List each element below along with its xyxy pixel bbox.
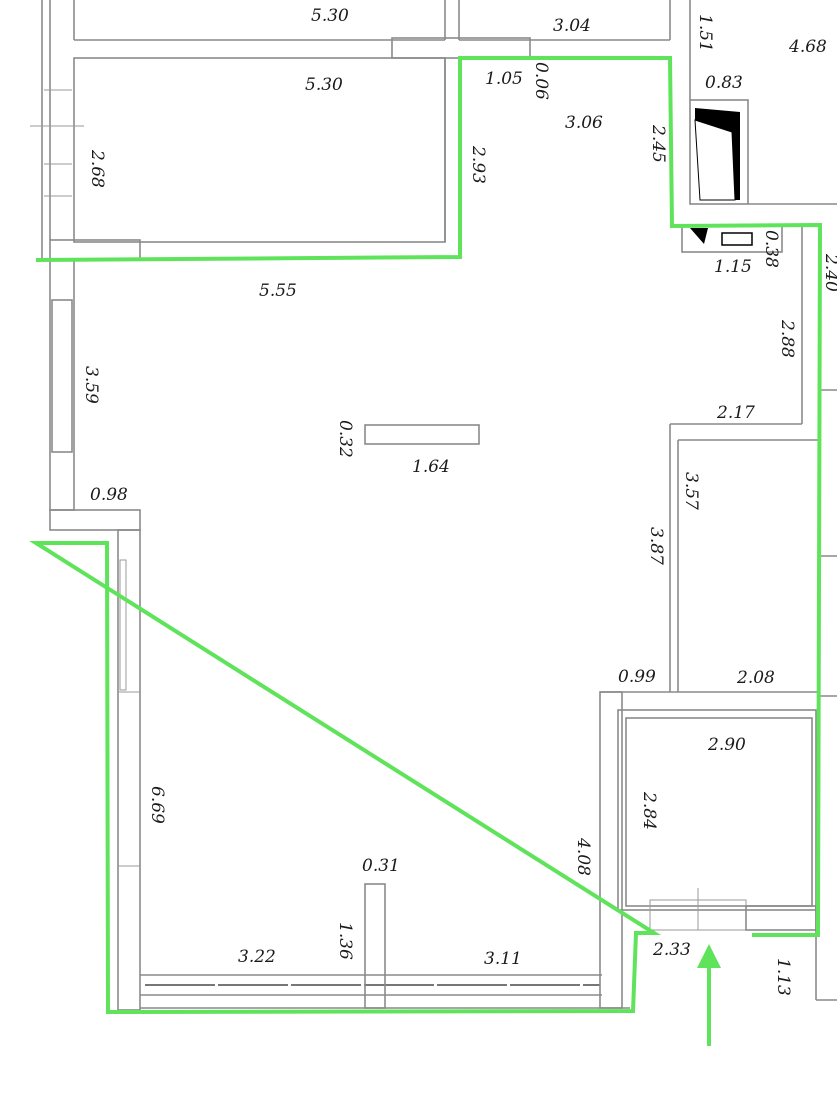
dim-label: 1.13 [773,958,793,996]
dim-label: 2.84 [639,791,659,830]
dim-label: 0.98 [90,485,128,505]
dim-label: 2.33 [652,940,691,960]
dim-label: 1.36 [335,922,355,960]
dim-label: 3.11 [484,949,522,969]
left-exterior-wall [30,0,141,1011]
bottom-wall [140,883,630,1009]
dim-label: 0.99 [618,667,656,687]
dim-label: 5.30 [305,75,343,95]
dim-label: 1.15 [714,257,752,277]
dim-label: 0.31 [362,856,400,876]
dim-label: 3.22 [238,947,276,967]
room-top-right [681,0,837,253]
dim-label: 2.45 [648,124,668,163]
dim-label: 3.87 [646,527,666,565]
dim-label: 4.08 [573,837,593,876]
dim-label: 3.04 [553,16,591,36]
dim-label: 2.93 [468,145,488,184]
dim-label: 0.32 [335,420,355,458]
dim-label: 4.68 [788,37,827,57]
dimension-labels: 5.30 3.04 1.51 4.68 5.30 1.05 0.06 0.83 … [81,6,837,996]
dim-label: 3.06 [565,113,603,133]
dim-label: 5.30 [311,6,349,26]
room-bottom-right [599,691,837,1009]
column [364,424,480,445]
dim-label: 2.40 [821,253,837,292]
dim-label: 3.59 [81,366,101,404]
room-top-left [49,0,671,261]
dim-label: 6.69 [147,786,167,824]
right-corridor [600,226,837,697]
dim-label: 2.17 [716,403,755,423]
dim-label: 1.05 [485,69,523,89]
dim-label: 1.51 [695,14,715,52]
apartment-boundary [29,56,823,1015]
dim-label: 0.06 [531,62,551,100]
dim-label: 1.64 [412,457,450,477]
dim-label: 2.68 [87,149,107,188]
dim-label: 2.08 [736,668,775,688]
dim-label: 5.55 [259,281,297,301]
dim-label: 2.88 [777,319,797,358]
dim-label: 2.90 [707,735,746,755]
dim-label: 0.83 [705,73,743,93]
dim-label: 0.38 [761,230,781,268]
dim-label: 3.57 [681,472,701,510]
radiator-icon [695,108,740,200]
entrance-arrow-icon [697,944,721,1046]
